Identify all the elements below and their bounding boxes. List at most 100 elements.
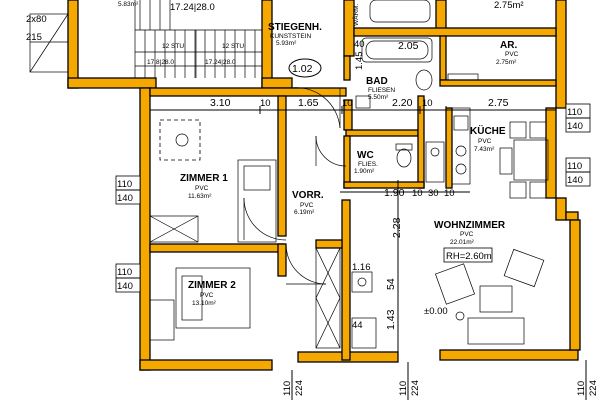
- svg-text:140: 140: [567, 175, 583, 186]
- room-name: BAD: [366, 76, 388, 87]
- dim-54: 54: [385, 278, 397, 290]
- room-area: 5.93m²: [276, 40, 297, 47]
- dimension-lines: [149, 106, 556, 360]
- chair: [529, 181, 547, 199]
- bed: [175, 267, 251, 329]
- stair-label-b: 12 STU: [222, 43, 244, 50]
- ceiling-light: [159, 119, 201, 161]
- room-bad: 2.05 40 1.45 BAD FLIESEN 5.50m²: [354, 37, 433, 109]
- chair: [499, 147, 513, 175]
- chair: [529, 121, 547, 139]
- svg-text:110: 110: [117, 267, 132, 278]
- room-floor: KUNSTSTEIN: [270, 33, 311, 40]
- left-window-dims: 110 140 110 140: [115, 175, 141, 293]
- room-floor: PVC: [300, 202, 314, 209]
- dim-10: 10: [412, 188, 423, 199]
- room-stiegenhaus: STIEGENH. KUNSTSTEIN 5.93m² 1.02 WÄRM.: [268, 3, 360, 78]
- room-area: 5.50m²: [368, 94, 389, 101]
- unit-number-badge: [288, 58, 322, 78]
- room-floor: PVC: [200, 292, 214, 299]
- room-name: ZIMMER 2: [188, 280, 236, 291]
- svg-text:224: 224: [294, 380, 305, 396]
- room-ar: AR. PVC 2.75m²: [447, 40, 519, 81]
- stair-label-a: 12 STU: [162, 43, 184, 50]
- svg-text:110: 110: [576, 381, 587, 396]
- svg-text:110: 110: [567, 107, 582, 118]
- floor-elevation: ±0.00: [424, 306, 448, 317]
- room-name: STIEGENH.: [268, 22, 322, 33]
- chair: [509, 121, 527, 139]
- room-height-box: [443, 247, 493, 263]
- window-height: 215: [26, 32, 42, 43]
- dim-1-65: 1.65: [298, 97, 319, 109]
- dim-2-05: 2.05: [398, 40, 419, 52]
- doors: [243, 87, 347, 285]
- stair-label-d: 17.24|28.0: [205, 59, 236, 66]
- dim-10: 10: [444, 188, 455, 199]
- dim-2-75: 2.75: [488, 97, 509, 109]
- top-left-area: 5.83m²: [118, 1, 139, 8]
- svg-text:224: 224: [588, 380, 599, 396]
- dim-1-90: 1.90: [384, 187, 405, 199]
- room-floor: PVC: [460, 231, 474, 238]
- room-name: ZIMMER 1: [180, 173, 228, 184]
- room-area: 2.75m²: [496, 59, 517, 66]
- room-wc: WC FLIES. 1.90m²: [354, 141, 445, 183]
- room-name: WOHNZIMMER: [434, 220, 506, 231]
- room-area: 7.43m²: [474, 146, 495, 153]
- dining-table: [513, 139, 549, 181]
- left-top-window: 2x80 215: [26, 13, 69, 73]
- armchair: [434, 263, 476, 305]
- room-zimmer-2: ZIMMER 2 PVC 13.10m²: [149, 267, 251, 341]
- room-zimmer-1: ZIMMER 1 PVC 11.63m²: [149, 119, 277, 243]
- stair-label-c: 17.8|28.0: [147, 59, 174, 66]
- room-floor: FLIES.: [358, 161, 378, 168]
- room-floor: FLIESEN: [368, 87, 395, 94]
- room-floor: PVC: [478, 138, 492, 145]
- room-area: 22.01m²: [450, 239, 475, 246]
- room-floor: PVC: [195, 185, 209, 192]
- dim-40: 40: [354, 39, 365, 50]
- room-area: 2.75m²: [494, 0, 524, 11]
- dim-1-43: 1.43: [385, 309, 397, 330]
- dim-3-10: 3.10: [210, 97, 231, 109]
- unit-number: 1.02: [292, 63, 313, 75]
- walls: [67, 0, 581, 371]
- svg-text:110: 110: [117, 179, 132, 190]
- svg-text:110: 110: [282, 381, 293, 396]
- room-height: RH=2.60m: [446, 251, 492, 262]
- room-name: WC: [357, 150, 374, 161]
- toilet: [396, 148, 412, 168]
- dim-30: 30: [428, 188, 439, 199]
- wardrobe: [149, 215, 199, 243]
- stove: [351, 271, 373, 293]
- dim-10: 10: [342, 98, 353, 109]
- svg-text:110: 110: [398, 381, 409, 396]
- dim-10: 10: [260, 98, 271, 109]
- dim-1-45: 1.45: [354, 52, 365, 71]
- svg-text:110: 110: [567, 161, 582, 172]
- svg-text:140: 140: [117, 193, 133, 204]
- closet: [315, 247, 341, 349]
- stair-area: 5.83m² 17.24|28.0 12 STU 12 STU 17.8|28.…: [118, 0, 263, 78]
- bathtub: [361, 37, 433, 63]
- chair: [509, 181, 527, 199]
- bed: [237, 159, 277, 243]
- svg-text:140: 140: [567, 121, 583, 132]
- coffee-table: [479, 285, 513, 313]
- room-floor: PVC: [505, 51, 519, 58]
- svg-text:224: 224: [410, 380, 421, 396]
- dim-2-28: 2.28: [391, 217, 403, 238]
- dim-1-16: 1.16: [352, 262, 371, 273]
- room-wohnzimmer: WOHNZIMMER PVC 22.01m² RH=2.60m ±0.00: [351, 220, 545, 349]
- sofa: [467, 317, 525, 345]
- room-name: AR.: [500, 40, 517, 51]
- room-name: KÜCHE: [470, 124, 506, 137]
- room-name: VORR.: [292, 190, 324, 201]
- room-area: 1.90m²: [354, 168, 375, 175]
- dim-2-20: 2.20: [392, 97, 413, 109]
- stair-dim-top: 17.24|28.0: [170, 2, 215, 13]
- sink: [415, 69, 433, 91]
- room-kueche: KÜCHE PVC 7.43m²: [451, 107, 549, 199]
